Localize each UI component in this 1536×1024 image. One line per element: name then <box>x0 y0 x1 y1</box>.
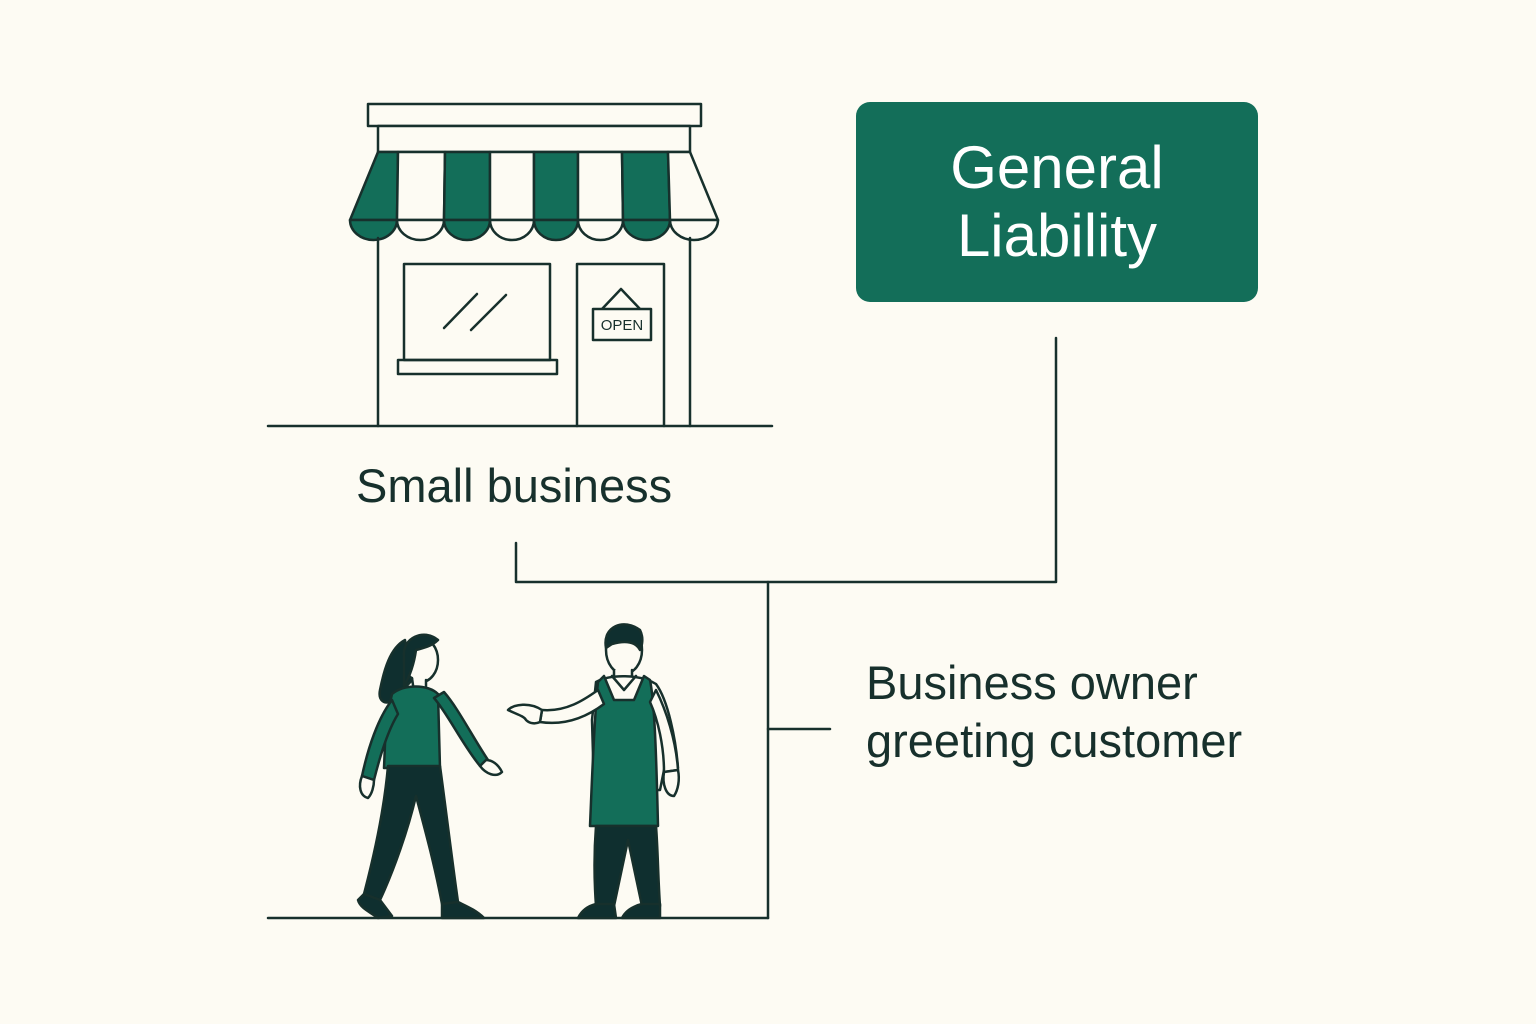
small-business-label: Small business <box>356 459 673 512</box>
storefront-icon <box>266 102 774 428</box>
customer-figure-icon <box>356 633 504 920</box>
awning <box>348 150 720 242</box>
shop-owner-figure-icon <box>506 623 681 920</box>
general-liability-box: General Liability <box>856 102 1258 302</box>
open-sign-text: OPEN <box>601 317 644 334</box>
owner-greeting-label-line2: greeting customer <box>866 714 1243 767</box>
open-sign-icon <box>591 287 653 342</box>
connector-lines <box>266 336 1058 920</box>
general-liability-title: General Liability <box>950 134 1163 270</box>
owner-greeting-label-line1: Business owner <box>866 656 1198 709</box>
general-liability-title-line1: General <box>950 134 1164 201</box>
general-liability-title-line2: Liability <box>956 202 1158 269</box>
owner-greeting-label: Business owner greeting customer <box>866 654 1242 770</box>
